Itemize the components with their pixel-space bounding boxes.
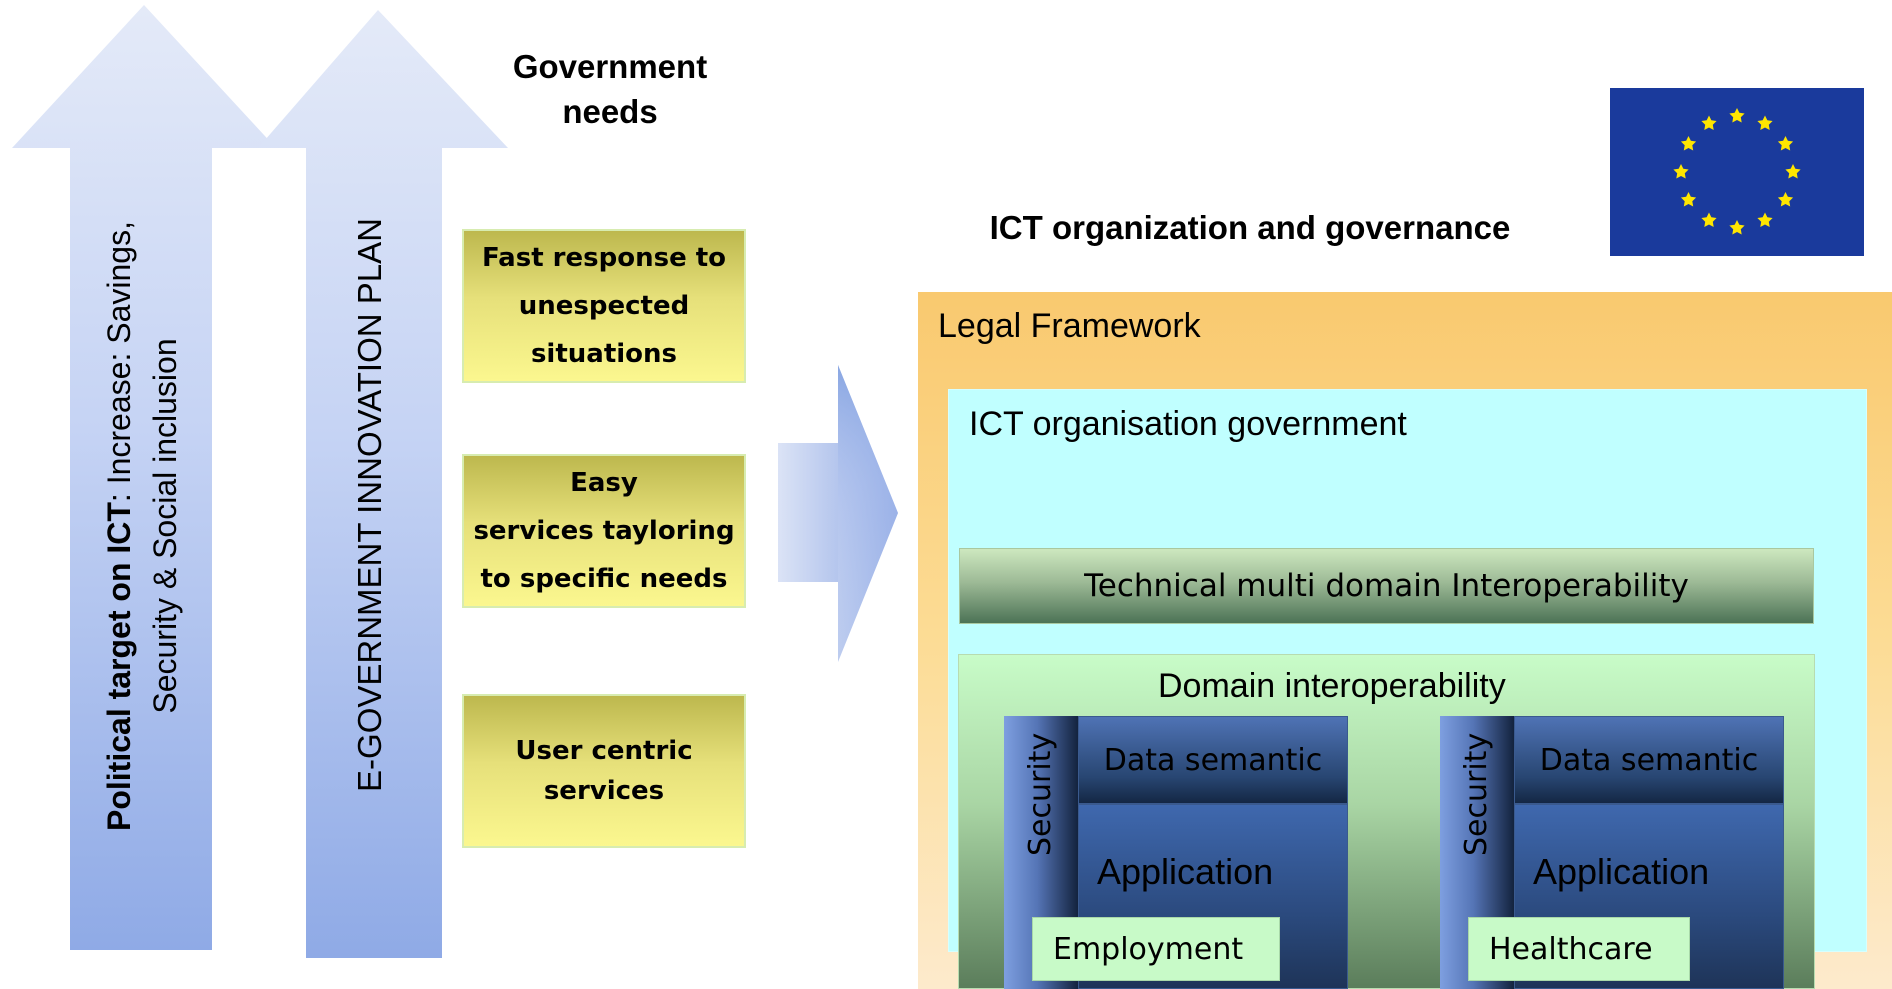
needs-title: Government needs <box>470 44 750 134</box>
eu-star-icon <box>1680 192 1697 207</box>
technical-interoperability-bar: Technical multi domain Interoperability <box>959 548 1814 624</box>
eu-star-icon <box>1701 212 1717 227</box>
need-easy-tayloring: Easy services tayloring to specific need… <box>462 454 746 608</box>
need-line: Easy <box>570 468 638 498</box>
political-target-text: Political target on ICT: Increase: Savin… <box>96 76 188 976</box>
need-line: unespected <box>518 291 690 321</box>
need-line: services <box>543 776 665 806</box>
need-fast-response: Fast response to unespected situations <box>462 229 746 383</box>
needs-title-line1: Government <box>512 48 708 85</box>
sector-healthcare: Healthcare <box>1468 917 1690 981</box>
political-target-line2: Security & Social inclusion <box>147 338 183 714</box>
political-target-bold: Political target on ICT <box>101 502 137 831</box>
need-line: services tayloring <box>473 516 735 546</box>
eu-star-icon <box>1729 220 1745 235</box>
need-line: Fast response to <box>481 243 727 273</box>
eu-stars <box>1673 108 1801 235</box>
eu-star-icon <box>1757 115 1773 130</box>
eu-star-icon <box>1680 136 1697 151</box>
application-label: Application <box>1097 851 1274 892</box>
data-semantic-box: Data semantic <box>1078 716 1348 804</box>
application-label: Application <box>1533 851 1710 892</box>
eu-star-icon <box>1673 164 1689 179</box>
ict-organisation-label: ICT organisation government <box>969 405 1407 443</box>
political-arrow <box>12 5 276 950</box>
egov-arrow <box>258 10 508 958</box>
security-label: Security <box>1023 732 1058 856</box>
data-semantic-box: Data semantic <box>1514 716 1784 804</box>
need-line: User centric <box>515 736 693 766</box>
domain-interoperability-label: Domain interoperability <box>1158 667 1506 705</box>
eu-flag-icon <box>1610 88 1864 256</box>
eu-star-icon <box>1785 164 1801 179</box>
needs-title-line2: needs <box>562 93 658 130</box>
need-line: to specific needs <box>480 564 728 594</box>
legal-framework-label: Legal Framework <box>938 307 1201 345</box>
egov-plan-text: E-GOVERNMENT INNOVATION PLAN <box>351 218 388 792</box>
eu-star-icon <box>1777 192 1794 207</box>
political-target-rest: : Increase: Savings, <box>101 221 137 503</box>
eu-star-icon <box>1729 108 1745 123</box>
sector-employment: Employment <box>1032 917 1280 981</box>
governance-title: ICT organization and governance <box>989 209 1511 246</box>
need-user-centric: User centric services <box>462 694 746 848</box>
eu-star-icon <box>1777 136 1794 151</box>
need-line: situations <box>530 339 678 369</box>
eu-star-icon <box>1757 212 1773 227</box>
eu-star-icon <box>1701 115 1717 130</box>
security-label: Security <box>1459 732 1494 856</box>
